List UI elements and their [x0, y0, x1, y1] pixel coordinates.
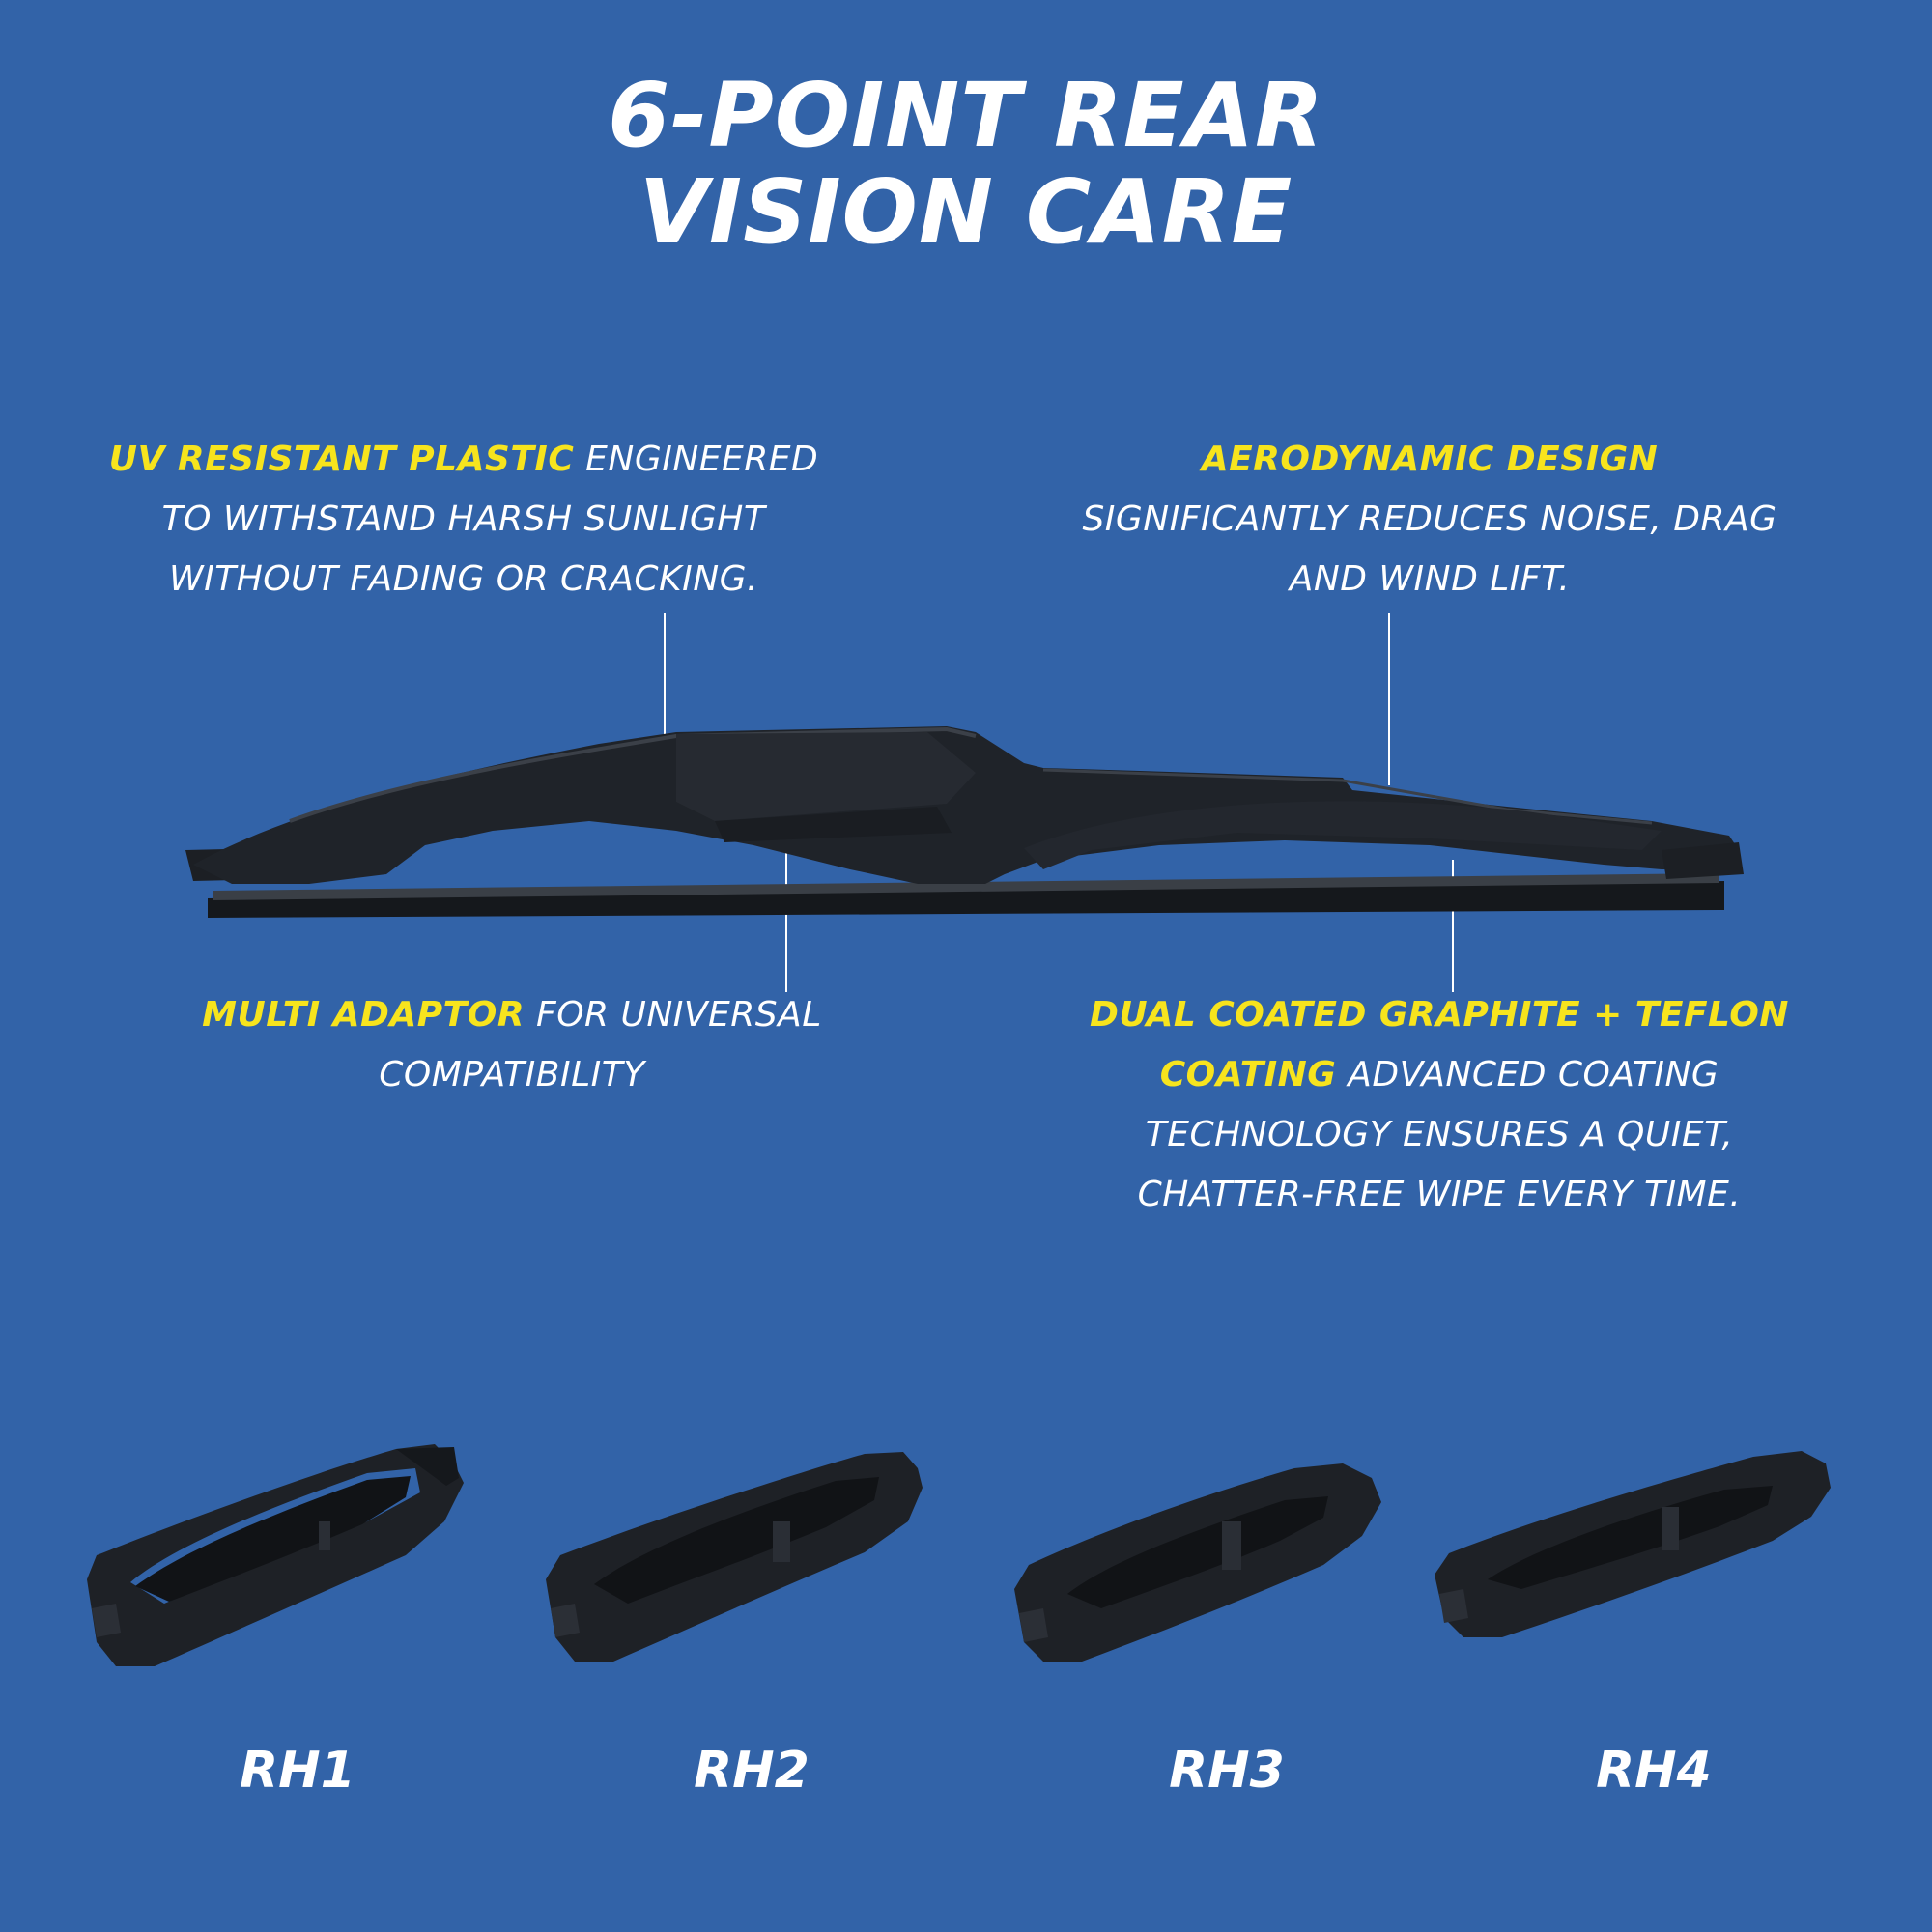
title-line-1: 6-POINT REAR [608, 64, 1324, 167]
callout-aero-highlight: AERODYNAMIC DESIGN [1201, 440, 1659, 479]
adaptor-label-rh4: RH4 [1596, 1742, 1712, 1800]
callout-aerodynamic: AERODYNAMIC DESIGN SIGNIFICANTLY REDUCES… [995, 430, 1864, 610]
title-line-2: VISION CARE [639, 160, 1293, 264]
leader-line-aero [1388, 613, 1390, 785]
adaptor-label-rh1: RH1 [240, 1742, 355, 1800]
callout-uv-resistant: UV RESISTANT PLASTIC ENGINEERED TO WITHS… [29, 430, 898, 610]
callout-coating-line3: TECHNOLOGY ENSURES A QUIET, [1145, 1115, 1734, 1154]
adaptor-rh4-image [1435, 1451, 1831, 1637]
callout-aero-line2: SIGNIFICANTLY REDUCES NOISE, DRAG [1082, 499, 1777, 539]
leader-line-coating [1452, 860, 1454, 992]
adaptor-rh1-image [87, 1444, 464, 1666]
callout-coating: DUAL COATED GRAPHITE + TEFLON COATING AD… [1005, 985, 1874, 1225]
adaptor-label-rh3: RH3 [1169, 1742, 1285, 1800]
callout-adaptor-line2: COMPATIBILITY [379, 1055, 645, 1094]
adaptor-label-rh2: RH2 [694, 1742, 810, 1800]
callout-uv-highlight: UV RESISTANT PLASTIC [108, 440, 575, 479]
callout-uv-line3: WITHOUT FADING OR CRACKING. [169, 559, 758, 599]
callout-adaptor-highlight: MULTI ADAPTOR [202, 995, 526, 1035]
callout-coating-line4: CHATTER-FREE WIPE EVERY TIME. [1137, 1175, 1742, 1214]
wiper-blade-image [185, 726, 1744, 918]
callout-uv-line1: ENGINEERED [574, 440, 819, 479]
callout-coating-highlight-2: COATING [1159, 1055, 1337, 1094]
adaptor-rh2-image [546, 1452, 923, 1662]
page-title: 6-POINT REAR VISION CARE [0, 68, 1932, 261]
callout-aero-line3: AND WIND LIFT. [1289, 559, 1571, 599]
leader-line-uv [664, 613, 666, 742]
callout-coating-line2: ADVANCED COATING [1336, 1055, 1719, 1094]
callout-uv-line2: TO WITHSTAND HARSH SUNLIGHT [161, 499, 766, 539]
adaptor-rh3-image [1014, 1463, 1381, 1662]
callout-multi-adaptor: MULTI ADAPTOR FOR UNIVERSAL COMPATIBILIT… [97, 985, 927, 1105]
callout-coating-highlight-1: DUAL COATED GRAPHITE + TEFLON [1090, 995, 1789, 1035]
leader-line-adaptor [785, 763, 787, 992]
callout-adaptor-line1: FOR UNIVERSAL [525, 995, 822, 1035]
